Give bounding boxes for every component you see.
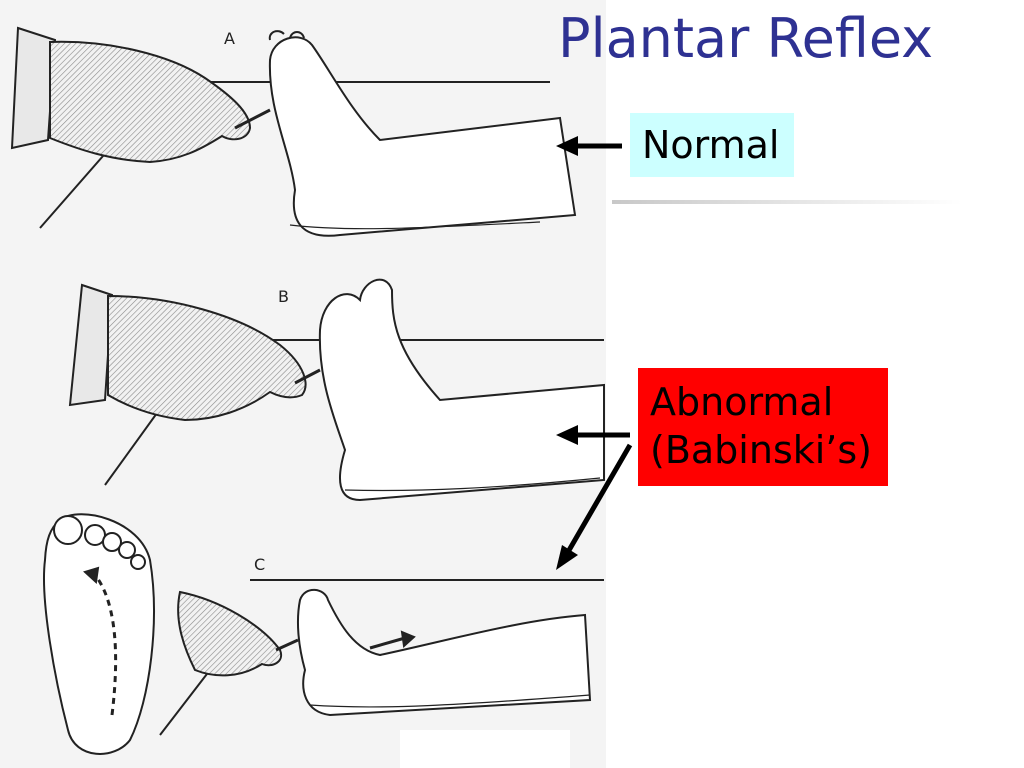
arrow-to-panel-c — [556, 443, 633, 570]
panel-b-drawing — [68, 278, 605, 502]
panel-letter-c: C — [254, 555, 265, 574]
panel-letter-b: B — [278, 287, 289, 306]
panel-c-drawing — [43, 513, 604, 755]
arrow-to-panel-b — [556, 425, 630, 445]
abnormal-label-line2: (Babinski’s) — [650, 428, 873, 472]
arrow-to-panel-a — [556, 136, 622, 156]
divider-line — [612, 200, 962, 204]
slide-title: Plantar Reflex — [558, 7, 934, 70]
abnormal-label: Abnormal (Babinski’s) — [638, 368, 888, 486]
panel-letter-a: A — [224, 29, 235, 48]
panel-a-drawing — [10, 26, 577, 237]
normal-label: Normal — [630, 113, 794, 177]
abnormal-label-line1: Abnormal — [650, 380, 834, 424]
